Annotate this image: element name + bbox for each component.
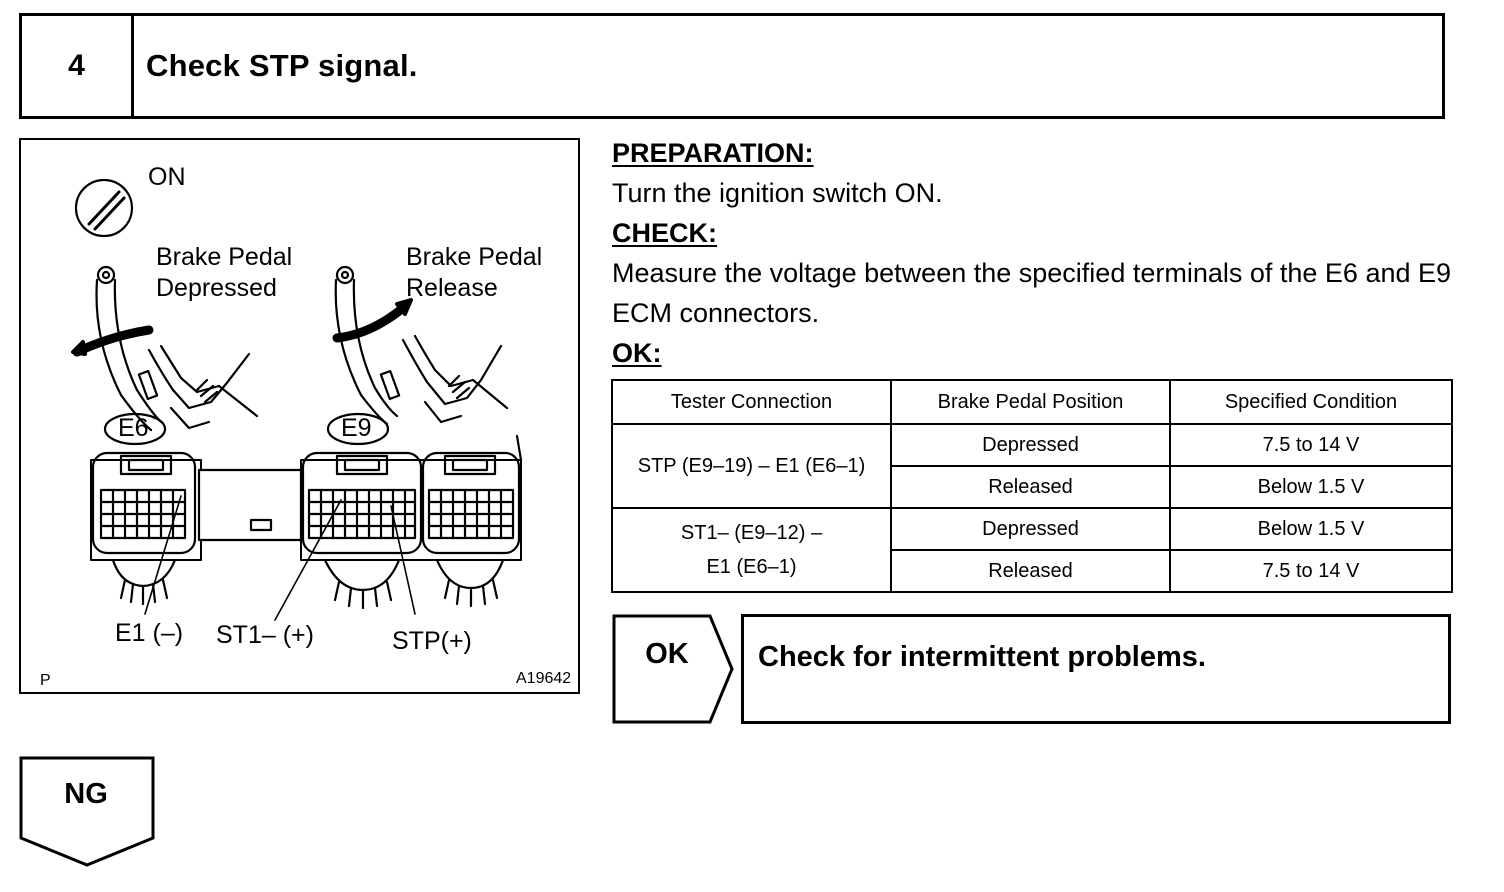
preparation-text: Turn the ignition switch ON. bbox=[612, 178, 943, 208]
connection-text-line-1: ST1– (E9–12) – bbox=[680, 522, 823, 544]
pedal-depressed-label-1: Brake Pedal bbox=[156, 243, 293, 271]
connector-right bbox=[421, 451, 521, 608]
table-row: Released Below 1.5 V bbox=[612, 465, 1453, 509]
table-header-cell: Tester Connection bbox=[611, 379, 892, 425]
connection-text-line-2: E1 (E6–1) bbox=[706, 556, 797, 578]
ok-arrow-shape bbox=[612, 614, 734, 724]
pedal-position-cell: Depressed bbox=[890, 507, 1171, 551]
ok-label: OK bbox=[645, 637, 689, 670]
procedure-text: PREPARATION: Turn the ignition switch ON… bbox=[612, 133, 1462, 373]
connector-e9-oval bbox=[326, 412, 390, 446]
connector-blank bbox=[197, 468, 303, 542]
connector-e6-oval bbox=[103, 412, 167, 446]
table-header-cell: Specified Condition bbox=[1169, 379, 1453, 425]
tester-connection-cell: ST1– (E9–12) – E1 (E6–1) bbox=[611, 507, 892, 593]
tester-connection-cell: STP (E9–19) – E1 (E6–1) bbox=[611, 423, 892, 509]
ok-result-box: Check for intermittent problems. bbox=[741, 614, 1451, 724]
condition-cell: Below 1.5 V bbox=[1169, 507, 1453, 551]
preparation-heading: PREPARATION: bbox=[612, 138, 814, 168]
figure-corner-mark: P bbox=[40, 672, 51, 689]
figure-id: A19642 bbox=[516, 670, 572, 687]
illustration-drawing bbox=[71, 178, 523, 621]
terminal-st1-label: ST1– (+) bbox=[216, 621, 314, 649]
ng-arrow-shape bbox=[19, 756, 155, 867]
pedal-release-label-2: Release bbox=[406, 274, 498, 302]
ignition-on-label: ON bbox=[148, 163, 186, 191]
brake-pedal-release-icon bbox=[334, 265, 509, 426]
ng-tag: NG bbox=[19, 756, 156, 868]
ok-tag: OK bbox=[612, 614, 736, 724]
table-row: STP (E9–19) – E1 (E6–1) Depressed 7.5 to… bbox=[611, 423, 1453, 509]
table-header-cell: Brake Pedal Position bbox=[890, 379, 1171, 425]
pedal-release-label-1: Brake Pedal bbox=[406, 243, 543, 271]
check-text: Measure the voltage between the specifie… bbox=[612, 258, 1452, 328]
terminal-e1-label: E1 (–) bbox=[115, 619, 184, 647]
ng-label: NG bbox=[64, 778, 108, 810]
pedal-position-cell: Depressed bbox=[890, 423, 1171, 467]
condition-cell: 7.5 to 14 V bbox=[1169, 423, 1453, 467]
table-row: ST1– (E9–12) – E1 (E6–1) Depressed Below… bbox=[611, 507, 1453, 593]
connector-e6 bbox=[91, 451, 197, 606]
wiring-illustration: ON Brake Pedal Depressed Brake Pedal Rel… bbox=[19, 138, 580, 694]
condition-cell: 7.5 to 14 V bbox=[1169, 549, 1453, 593]
step-header: 4 Check STP signal. bbox=[19, 13, 1445, 119]
pedal-depressed-label-2: Depressed bbox=[156, 274, 277, 302]
connector-e9-label: E9 bbox=[341, 414, 372, 442]
condition-cell: Below 1.5 V bbox=[1169, 465, 1453, 509]
brake-pedal-depressed-icon bbox=[95, 265, 259, 432]
terminal-stp-label: STP(+) bbox=[392, 627, 472, 655]
ok-heading: OK: bbox=[612, 338, 662, 368]
pedal-position-cell: Released bbox=[890, 549, 1171, 593]
table-header-row: Tester Connection Brake Pedal Position S… bbox=[611, 379, 1453, 425]
connection-text: STP (E9–19) – E1 (E6–1) bbox=[637, 455, 866, 477]
step-number: 4 bbox=[22, 16, 134, 116]
connector-e9 bbox=[301, 451, 423, 610]
step-title: Check STP signal. bbox=[146, 48, 418, 83]
pedal-position-cell: Released bbox=[890, 465, 1171, 509]
spec-table: Tester Connection Brake Pedal Position S… bbox=[611, 379, 1453, 593]
connector-e6-label: E6 bbox=[118, 414, 149, 442]
table-row: Released 7.5 to 14 V bbox=[612, 549, 1453, 593]
ignition-switch-icon bbox=[74, 178, 134, 238]
check-heading: CHECK: bbox=[612, 218, 717, 248]
ok-result-text: Check for intermittent problems. bbox=[758, 641, 1206, 673]
